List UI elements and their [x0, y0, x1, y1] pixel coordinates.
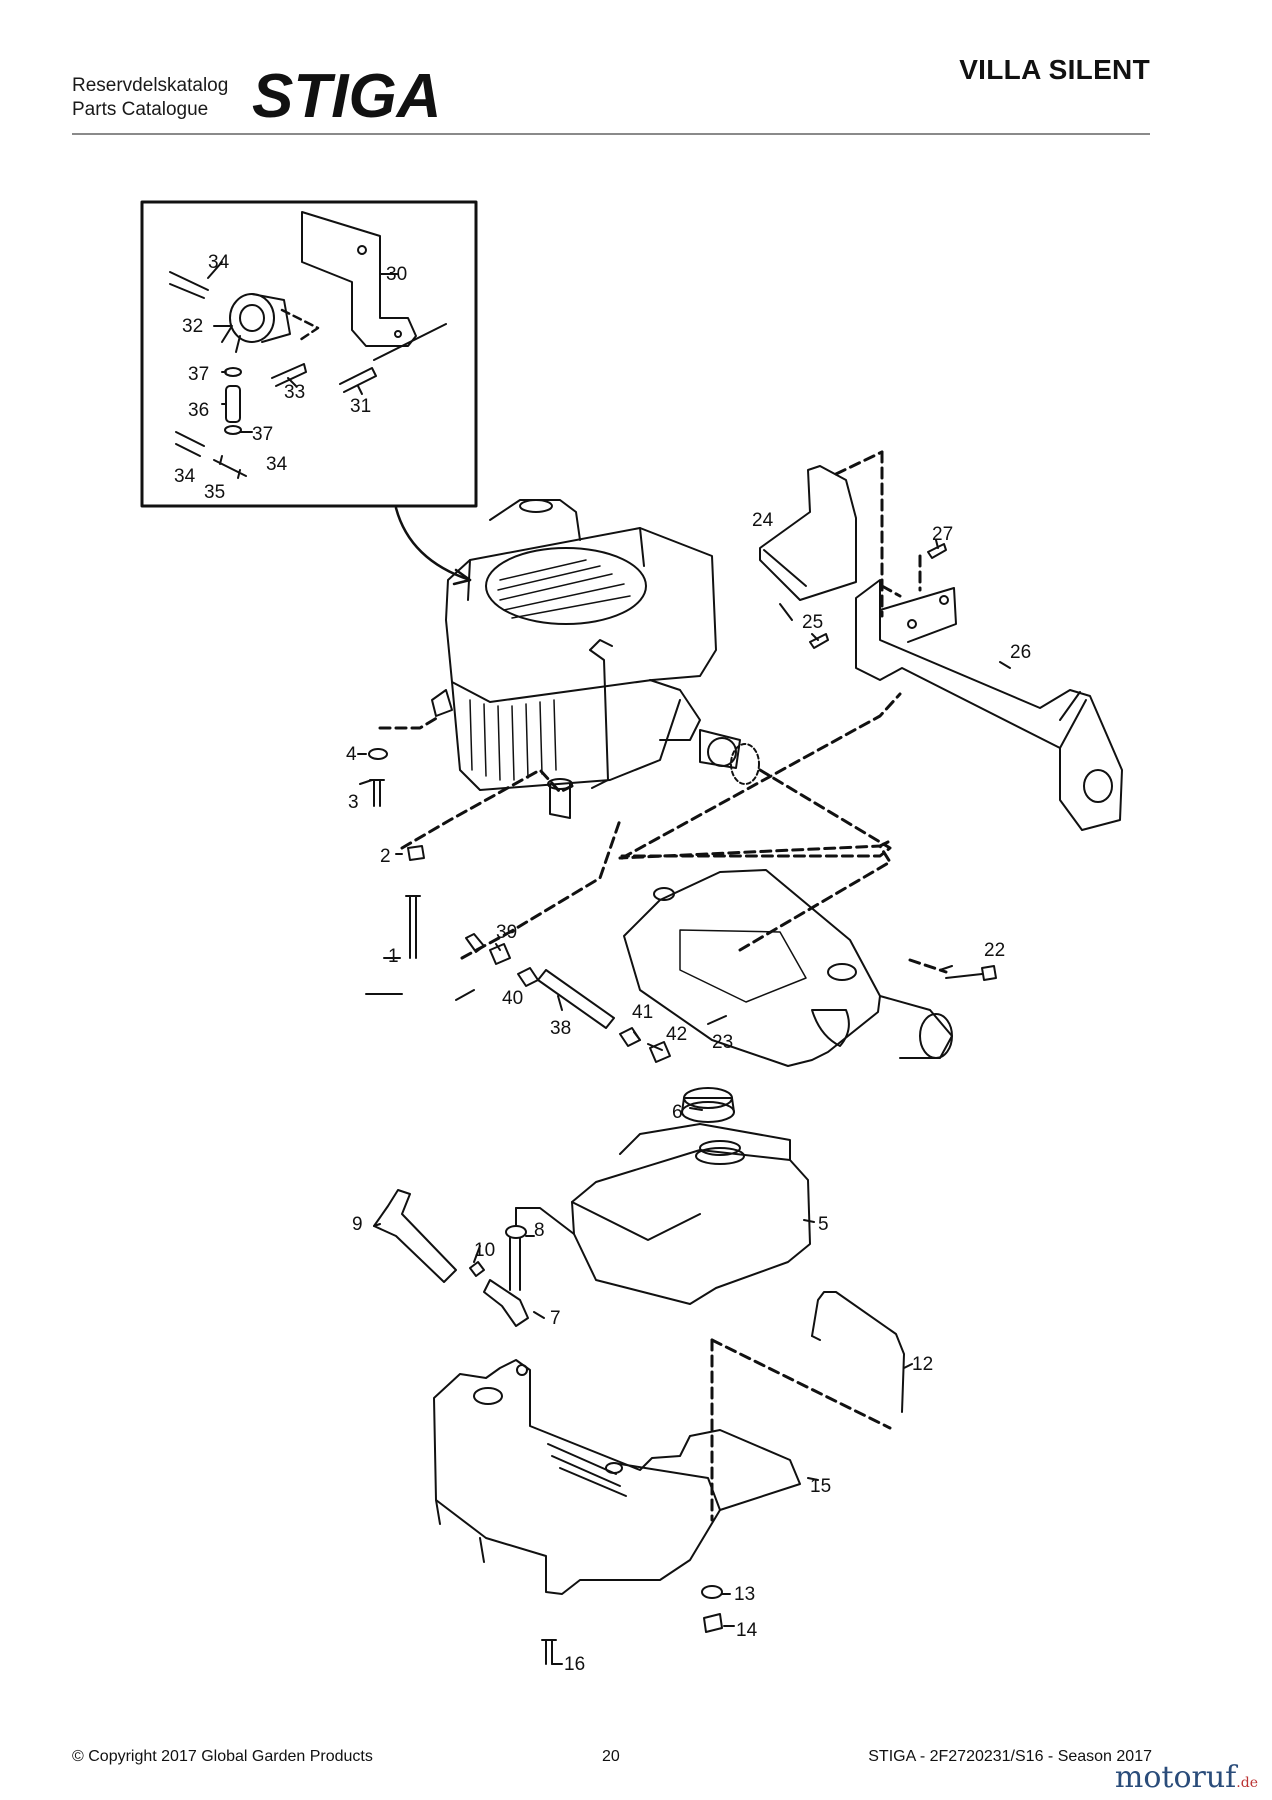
callout-25: 25: [802, 612, 823, 633]
screw-25: [809, 633, 829, 649]
screw-31: [339, 367, 377, 393]
catalog-title-line2: Parts Catalogue: [72, 99, 209, 120]
callout-8: 8: [534, 1220, 545, 1241]
callout-6: 6: [672, 1102, 683, 1123]
tank-rod-12: [811, 1291, 905, 1413]
screw-22: [945, 973, 983, 979]
watermark-suffix: .de: [1236, 1775, 1258, 1791]
footer-page-number: 20: [602, 1748, 620, 1765]
outlet-hose-stub: [175, 431, 205, 457]
callout-22: 22: [984, 940, 1005, 961]
nut-2: [407, 845, 425, 861]
callout-34-a: 34: [208, 252, 230, 273]
callout-9: 9: [352, 1214, 363, 1235]
stiga-logo-text: STIGA: [252, 70, 441, 124]
callout-34-c: 34: [266, 454, 288, 475]
screw-33: [271, 363, 307, 387]
catalog-title: Reservdelskatalog Parts Catalogue: [72, 74, 228, 122]
footer-doc-ref: STIGA - 2F2720231/S16 - Season 2017: [868, 1748, 1152, 1765]
callout-4: 4: [346, 744, 357, 765]
callout-42: 42: [666, 1024, 687, 1045]
model-name: VILLA SILENT: [959, 54, 1150, 85]
callout-40: 40: [502, 988, 523, 1009]
fuel-valve-7: [483, 1279, 529, 1327]
screw-3: [369, 779, 385, 807]
inset-frame: [140, 200, 478, 508]
callout-7: 7: [550, 1308, 561, 1329]
callout-39: 39: [496, 922, 517, 943]
fitting-42: [649, 1041, 671, 1063]
callout-41: 41: [632, 1002, 653, 1023]
callout-23: 23: [712, 1032, 733, 1053]
callout-32: 32: [182, 316, 203, 337]
callout-31: 31: [350, 396, 371, 417]
callout-27: 27: [932, 524, 953, 545]
callout-36: 36: [188, 400, 209, 421]
callout-37-b: 37: [252, 424, 273, 445]
engine-assembly: [431, 499, 741, 819]
callout-16: 16: [564, 1654, 585, 1675]
watermark-motoruf: motoruf.de: [1115, 1760, 1258, 1795]
clamp-40: [517, 967, 539, 987]
callout-13: 13: [734, 1584, 755, 1605]
washer-4: [368, 748, 388, 760]
callout-14: 14: [736, 1620, 758, 1641]
callout-15: 15: [810, 1476, 831, 1497]
nut-8: [505, 1225, 527, 1239]
heat-shield-24: [759, 465, 857, 601]
catalog-title-line1: Reservdelskatalog: [72, 75, 229, 96]
watermark-text: motoruf: [1114, 1760, 1237, 1795]
callout-26: 26: [1010, 642, 1031, 663]
muffler-23: [623, 869, 953, 1067]
hose-36: [225, 385, 241, 423]
clamp-37-upper: [224, 367, 242, 377]
callout-35: 35: [204, 482, 225, 503]
callout-30: 30: [386, 264, 407, 285]
screw-16: [541, 1639, 557, 1665]
clamp-37-lower: [224, 425, 242, 435]
callout-5: 5: [818, 1214, 829, 1235]
footer-copyright: © Copyright 2017 Global Garden Products: [72, 1748, 373, 1765]
fuel-tank-5: [571, 1123, 811, 1305]
callout-24: 24: [752, 510, 774, 531]
fuel-cap-6: [681, 1087, 735, 1123]
callout-10: 10: [474, 1240, 495, 1261]
fuel-pump-bracket: [301, 211, 417, 347]
clamp-10: [469, 1261, 485, 1277]
callout-37-a: 37: [188, 364, 209, 385]
header-divider: [72, 133, 1150, 135]
inlet-hose-stub: [169, 271, 209, 299]
inset-dashed-guide: [280, 308, 320, 342]
bolt-1: [405, 895, 421, 959]
nut-14: [703, 1613, 723, 1633]
exhaust-bracket-26: [855, 579, 1123, 831]
callout-38: 38: [550, 1018, 571, 1039]
fitting-39: [465, 933, 485, 953]
callout-12: 12: [912, 1354, 933, 1375]
screw-31-guide: [373, 323, 447, 361]
callout-2: 2: [380, 846, 391, 867]
callout-33: 33: [284, 382, 305, 403]
callout-3: 3: [348, 792, 359, 813]
fuel-pump: [221, 293, 291, 353]
washer-13: [701, 1585, 723, 1599]
fuel-hose-9: [373, 1189, 457, 1283]
callout-1: 1: [388, 946, 399, 967]
hose-38: [537, 969, 615, 1029]
fuel-filter-35: [213, 455, 247, 479]
exhaust-gasket: [730, 743, 760, 785]
stiga-logo: STIGA: [252, 70, 441, 124]
tank-frame-15: [433, 1359, 801, 1595]
callout-34-b: 34: [174, 466, 196, 487]
